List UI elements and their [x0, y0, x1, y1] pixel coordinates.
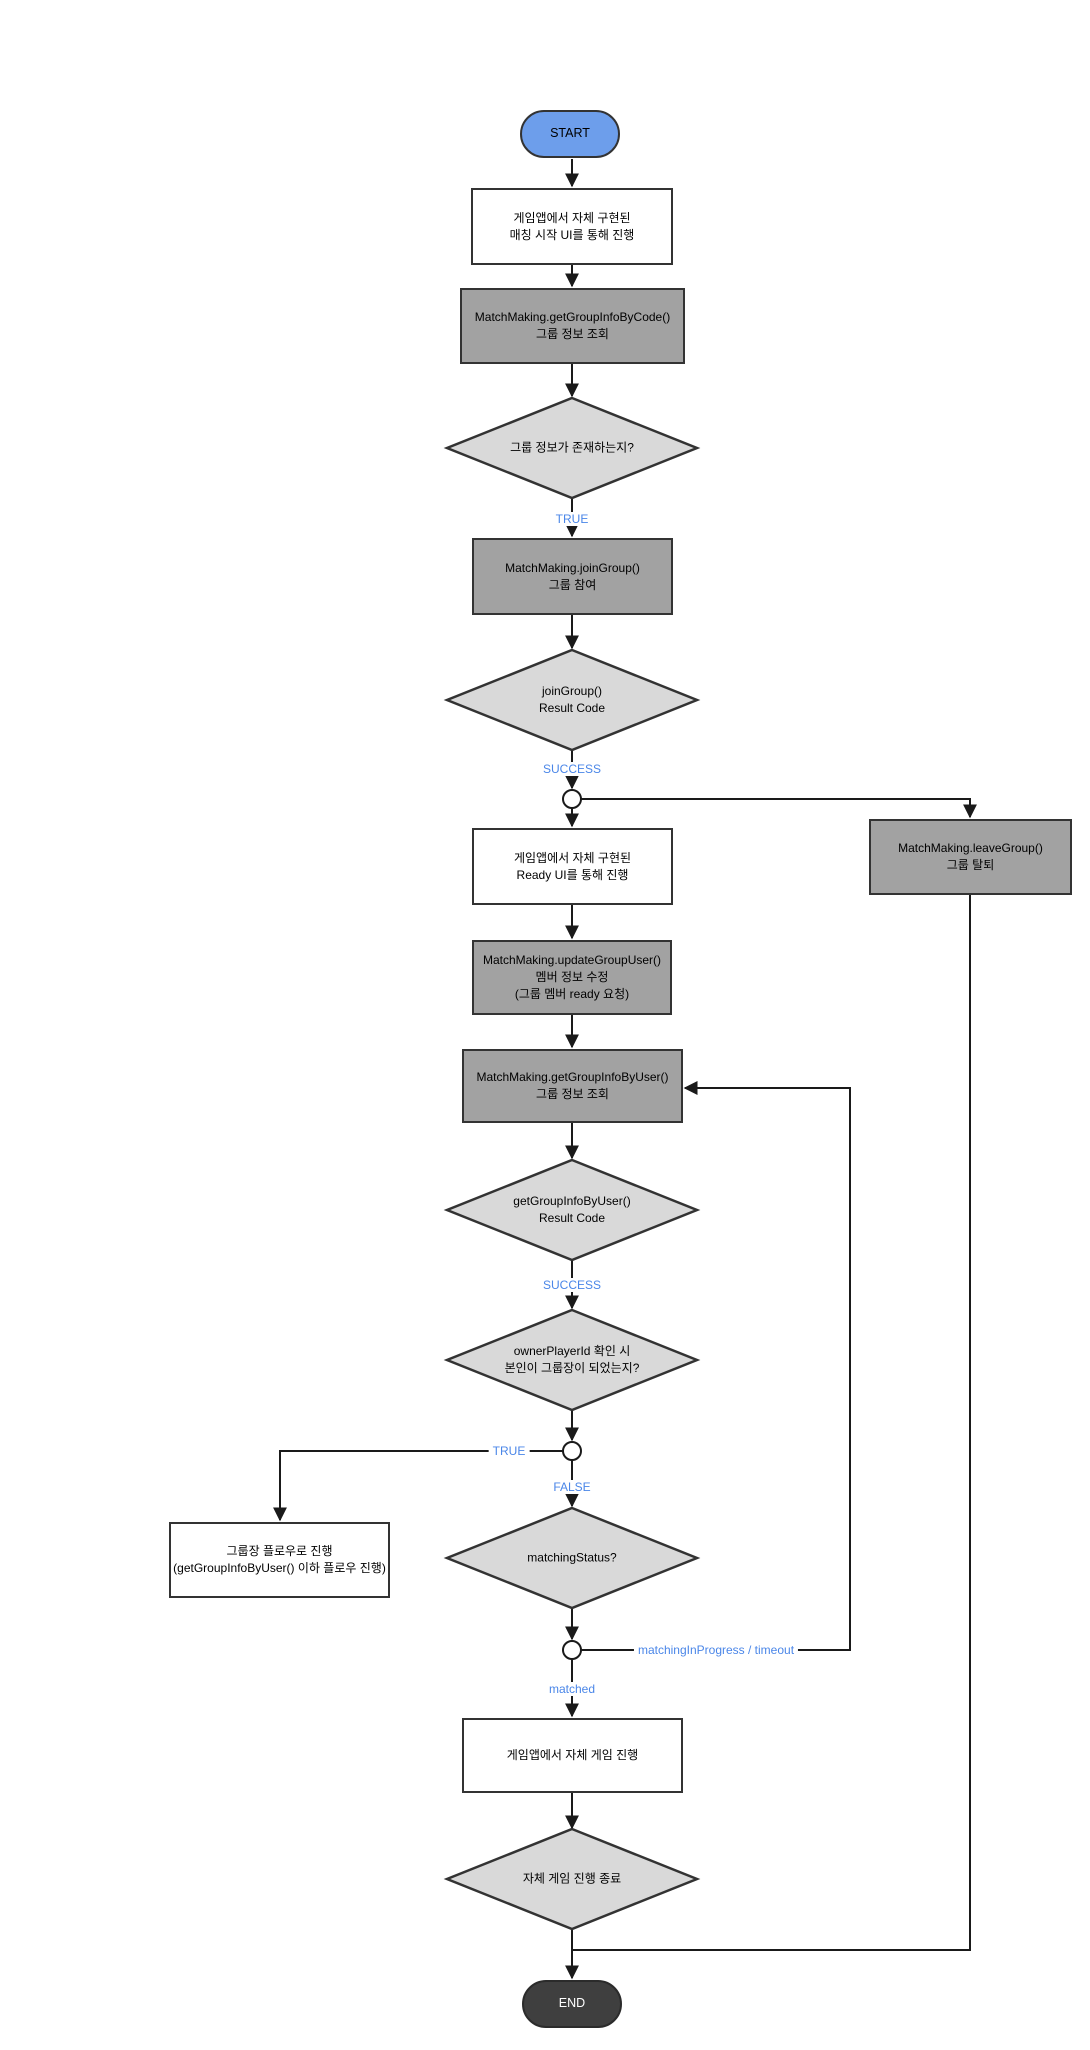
process-updategroupuser-label: MatchMaking.updateGroupUser() 멤버 정보 수정 (… — [482, 953, 662, 1001]
edge-label-true-2: TRUE — [488, 1444, 530, 1458]
decision-game-end — [443, 1827, 701, 1931]
process-owner-flow: 그룹장 플로우로 진행 (getGroupInfoByUser() 이하 플로우… — [169, 1522, 390, 1598]
edge-label-true-1: TRUE — [551, 512, 593, 526]
process-match-start-ui: 게임앱에서 자체 구현된 매칭 시작 UI를 통해 진행 — [471, 188, 673, 265]
end-node: END — [522, 1980, 622, 2028]
edge-label-success-2: SUCCESS — [538, 1278, 606, 1292]
process-joingroup: MatchMaking.joinGroup() 그룹 참여 — [472, 538, 673, 615]
process-ready-ui: 게임앱에서 자체 구현된 Ready UI를 통해 진행 — [472, 828, 673, 905]
decision-group-info-exists — [443, 396, 701, 500]
process-getgroupinfobyuser: MatchMaking.getGroupInfoByUser() 그룹 정보 조… — [462, 1049, 683, 1123]
start-label: START — [550, 126, 590, 141]
edge-label-matched: matched — [544, 1682, 600, 1696]
edge-label-success-1: SUCCESS — [538, 762, 606, 776]
decision-getgroupinfobyuser-result — [443, 1158, 701, 1262]
process-leavegroup: MatchMaking.leaveGroup() 그룹 탈퇴 — [869, 819, 1072, 895]
junction-after-joingroup — [562, 789, 582, 809]
process-getgroupinfobycode-label: MatchMaking.getGroupInfoByCode() 그룹 정보 조… — [474, 310, 671, 341]
end-label: END — [558, 1996, 586, 2011]
edge-junction1-to-leavegroup — [581, 798, 977, 819]
process-updategroupuser: MatchMaking.updateGroupUser() 멤버 정보 수정 (… — [472, 940, 672, 1015]
process-leavegroup-label: MatchMaking.leaveGroup() 그룹 탈퇴 — [898, 841, 1043, 872]
process-joingroup-label: MatchMaking.joinGroup() 그룹 참여 — [505, 560, 640, 592]
decision-joingroup-result — [443, 648, 701, 752]
edge-label-matchinginprogress-timeout: matchingInProgress / timeout — [633, 1643, 799, 1657]
process-game-play-label: 게임앱에서 자체 게임 진행 — [506, 1748, 639, 1763]
edge-leavegroup-to-end-junction — [573, 895, 971, 1951]
process-match-start-ui-label: 게임앱에서 자체 구현된 매칭 시작 UI를 통해 진행 — [509, 210, 635, 242]
edge-label-false: FALSE — [549, 1480, 595, 1494]
junction-owner-branch — [562, 1441, 582, 1461]
decision-owner-check — [443, 1308, 701, 1412]
process-owner-flow-label: 그룹장 플로우로 진행 (getGroupInfoByUser() 이하 플로우… — [173, 1544, 386, 1575]
start-node: START — [520, 110, 620, 158]
process-getgroupinfobycode: MatchMaking.getGroupInfoByCode() 그룹 정보 조… — [460, 288, 685, 364]
process-game-play: 게임앱에서 자체 게임 진행 — [462, 1718, 683, 1793]
process-getgroupinfobyuser-label: MatchMaking.getGroupInfoByUser() 그룹 정보 조… — [476, 1070, 669, 1101]
junction-matching-branch — [562, 1640, 582, 1660]
process-ready-ui-label: 게임앱에서 자체 구현된 Ready UI를 통해 진행 — [513, 850, 632, 882]
edge-junction2-true-to-ownerflow — [273, 1450, 563, 1522]
decision-matching-status — [443, 1506, 701, 1610]
